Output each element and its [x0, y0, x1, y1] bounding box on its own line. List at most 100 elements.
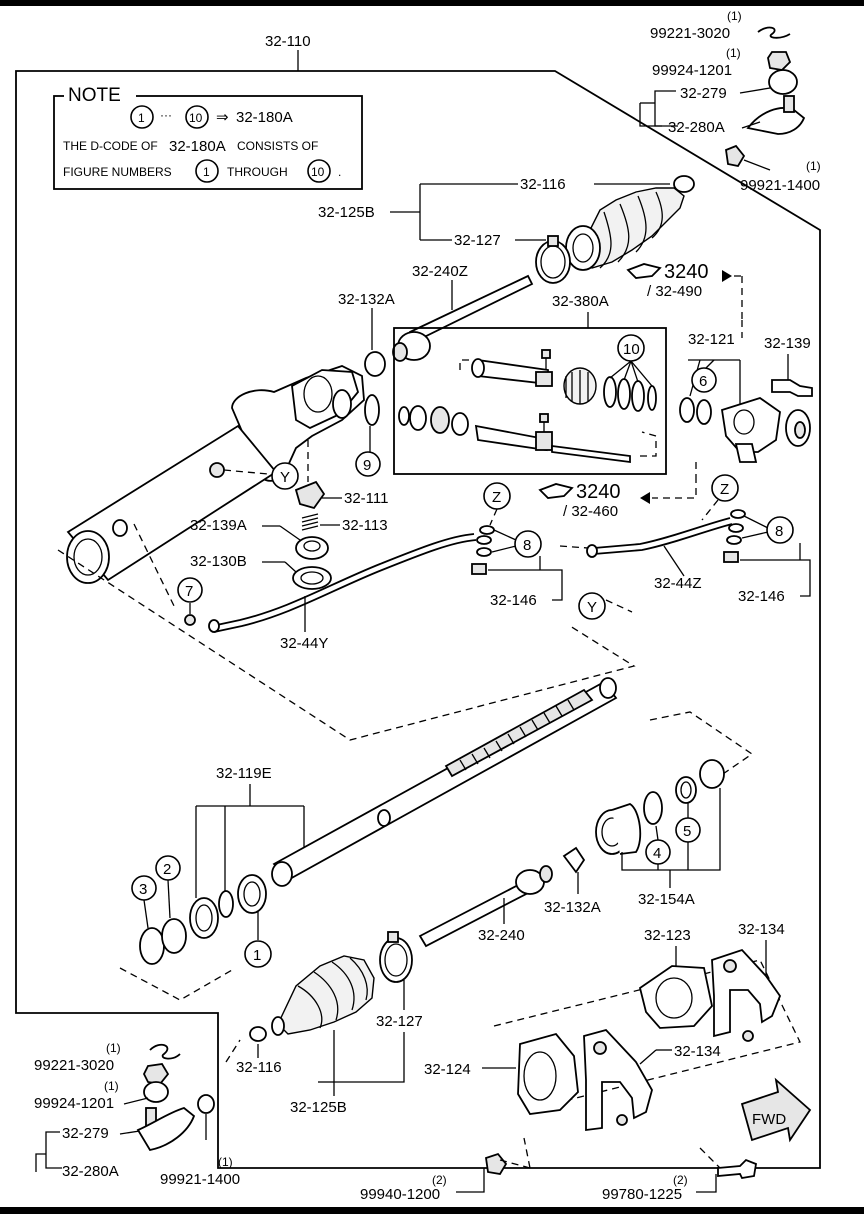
- svg-text:8: 8: [523, 537, 531, 554]
- svg-text:32-123: 32-123: [644, 927, 691, 944]
- svg-text:32-139: 32-139: [764, 335, 811, 352]
- svg-text:(2): (2): [673, 1173, 688, 1187]
- svg-text:99221-3020: 99221-3020: [34, 1057, 114, 1074]
- right-valve-housing: 32-121 6 32-139: [640, 320, 813, 504]
- svg-text:99924-1201: 99924-1201: [652, 62, 732, 79]
- svg-text:5: 5: [683, 823, 691, 840]
- svg-text:32-130B: 32-130B: [190, 553, 247, 570]
- svg-text:32-279: 32-279: [62, 1125, 109, 1142]
- svg-text:32-240Z: 32-240Z: [412, 263, 468, 280]
- svg-text:THROUGH: THROUGH: [227, 165, 288, 179]
- svg-text:(1): (1): [218, 1155, 233, 1169]
- svg-text:(1): (1): [104, 1079, 119, 1093]
- top-rule: [0, 0, 864, 6]
- svg-text:32-127: 32-127: [454, 232, 501, 249]
- assembly-boundary: [15, 70, 821, 1169]
- svg-text:32-125B: 32-125B: [290, 1099, 347, 1116]
- svg-text:99221-3020: 99221-3020: [650, 25, 730, 42]
- svg-text:.: .: [338, 165, 341, 179]
- svg-text:Y: Y: [280, 469, 290, 486]
- svg-text:32-121: 32-121: [688, 331, 735, 348]
- svg-text:10: 10: [623, 341, 640, 358]
- lower-boot-assembly: 32-127 32-125B 32-116: [225, 931, 423, 1116]
- svg-text:99921-1400: 99921-1400: [740, 177, 820, 194]
- svg-text:99921-1400: 99921-1400: [160, 1171, 240, 1188]
- svg-text:⇒: ⇒: [216, 109, 229, 126]
- svg-text:32-119E: 32-119E: [216, 765, 272, 782]
- rack-assembly: [271, 677, 754, 887]
- svg-text:3240: 3240: [664, 261, 709, 283]
- svg-text:32-146: 32-146: [738, 588, 785, 605]
- svg-text:3240: 3240: [576, 481, 621, 503]
- note-title: NOTE: [68, 85, 121, 106]
- svg-text:(1): (1): [106, 1041, 121, 1055]
- svg-text:8: 8: [775, 523, 783, 540]
- svg-text:7: 7: [185, 583, 193, 600]
- svg-text:99940-1200: 99940-1200: [360, 1186, 440, 1203]
- svg-text:/ 32-490: / 32-490: [647, 283, 702, 300]
- svg-text:(1): (1): [806, 159, 821, 173]
- svg-text:1: 1: [203, 165, 210, 179]
- svg-text:32-125B: 32-125B: [318, 204, 375, 221]
- svg-text:6: 6: [699, 373, 707, 390]
- svg-text:32-116: 32-116: [520, 176, 566, 193]
- svg-text:4: 4: [653, 845, 661, 862]
- svg-text:32-180A: 32-180A: [169, 138, 226, 155]
- svg-text:Z: Z: [492, 489, 501, 506]
- svg-text:(1): (1): [727, 9, 742, 23]
- svg-text:10: 10: [189, 111, 203, 125]
- svg-text:32-113: 32-113: [342, 517, 388, 534]
- svg-text:FIGURE NUMBERS: FIGURE NUMBERS: [63, 165, 172, 179]
- rack-bushings: 32-119E 1 3 2: [119, 765, 305, 1001]
- bottom-rule: [0, 1207, 864, 1214]
- valve-assembly-box: 32-380A 10: [393, 293, 667, 475]
- svg-text:32-132A: 32-132A: [338, 291, 395, 308]
- svg-text:(2): (2): [432, 1173, 447, 1187]
- svg-text:32-44Y: 32-44Y: [280, 635, 328, 652]
- fwd-arrow-icon: FWD: [740, 1077, 812, 1143]
- svg-text:···: ···: [160, 108, 172, 122]
- svg-text:3: 3: [139, 881, 147, 898]
- svg-text:32-180A: 32-180A: [236, 109, 293, 126]
- svg-text:99780-1225: 99780-1225: [602, 1186, 682, 1203]
- right-pipe-assembly: Z 32-44Z 8 32-146 Y: [559, 474, 811, 620]
- svg-text:9: 9: [363, 457, 371, 474]
- svg-text:1: 1: [138, 111, 145, 125]
- top-boot-assembly: 32-116 32-125B 32-127: [318, 175, 695, 284]
- svg-text:32-116: 32-116: [236, 1059, 282, 1076]
- svg-text:32-139A: 32-139A: [190, 517, 247, 534]
- svg-text:32-154A: 32-154A: [638, 891, 695, 908]
- svg-text:32-134: 32-134: [674, 1043, 721, 1060]
- svg-text:32-134: 32-134: [738, 921, 785, 938]
- svg-text:32-44Z: 32-44Z: [654, 575, 702, 592]
- svg-text:Y: Y: [587, 599, 597, 616]
- svg-text:(1): (1): [726, 46, 741, 60]
- svg-text:FWD: FWD: [752, 1111, 786, 1128]
- svg-text:32-280A: 32-280A: [62, 1163, 119, 1180]
- label-32-110: 32-110: [265, 33, 311, 50]
- note-box: NOTE 1 ··· 10 ⇒ 32-180A THE D-CODE OF 32…: [53, 82, 363, 190]
- bottom-tie-rod-end: (1) 99221-3020 (1) 99924-1201 32-279 32-…: [34, 1041, 240, 1188]
- lower-inner-tie-rod: 32-240 32-132A: [418, 846, 601, 948]
- svg-text:32-132A: 32-132A: [544, 899, 601, 916]
- svg-text:32-124: 32-124: [424, 1061, 471, 1078]
- svg-text:Z: Z: [720, 481, 729, 498]
- bottom-fasteners: (2) 99940-1200 (2) 99780-1225: [360, 1137, 758, 1203]
- svg-text:THE D-CODE OF: THE D-CODE OF: [63, 139, 158, 153]
- upper-housing-assembly: 32-240Z 32-132A Y 9 32-111 32-113: [57, 263, 636, 741]
- valve-seal-set: 4 5 32-154A: [595, 759, 725, 908]
- svg-text:CONSISTS OF: CONSISTS OF: [237, 139, 318, 153]
- svg-text:32-146: 32-146: [490, 592, 537, 609]
- svg-text:32-380A: 32-380A: [552, 293, 609, 310]
- svg-text:32-111: 32-111: [344, 490, 388, 507]
- svg-text:99924-1201: 99924-1201: [34, 1095, 114, 1112]
- mounting-brackets: 32-123 32-134 32-124 32-134 FWD: [424, 921, 812, 1143]
- svg-text:2: 2: [163, 861, 171, 878]
- svg-text:32-279: 32-279: [680, 85, 727, 102]
- svg-text:/ 32-460: / 32-460: [563, 503, 618, 520]
- top-tie-rod-end: (1) 99221-3020 (1) 99924-1201 32-279 32-…: [639, 9, 821, 194]
- svg-text:32-280A: 32-280A: [668, 119, 725, 136]
- reference-3240-490: 3240 / 32-490: [626, 261, 743, 320]
